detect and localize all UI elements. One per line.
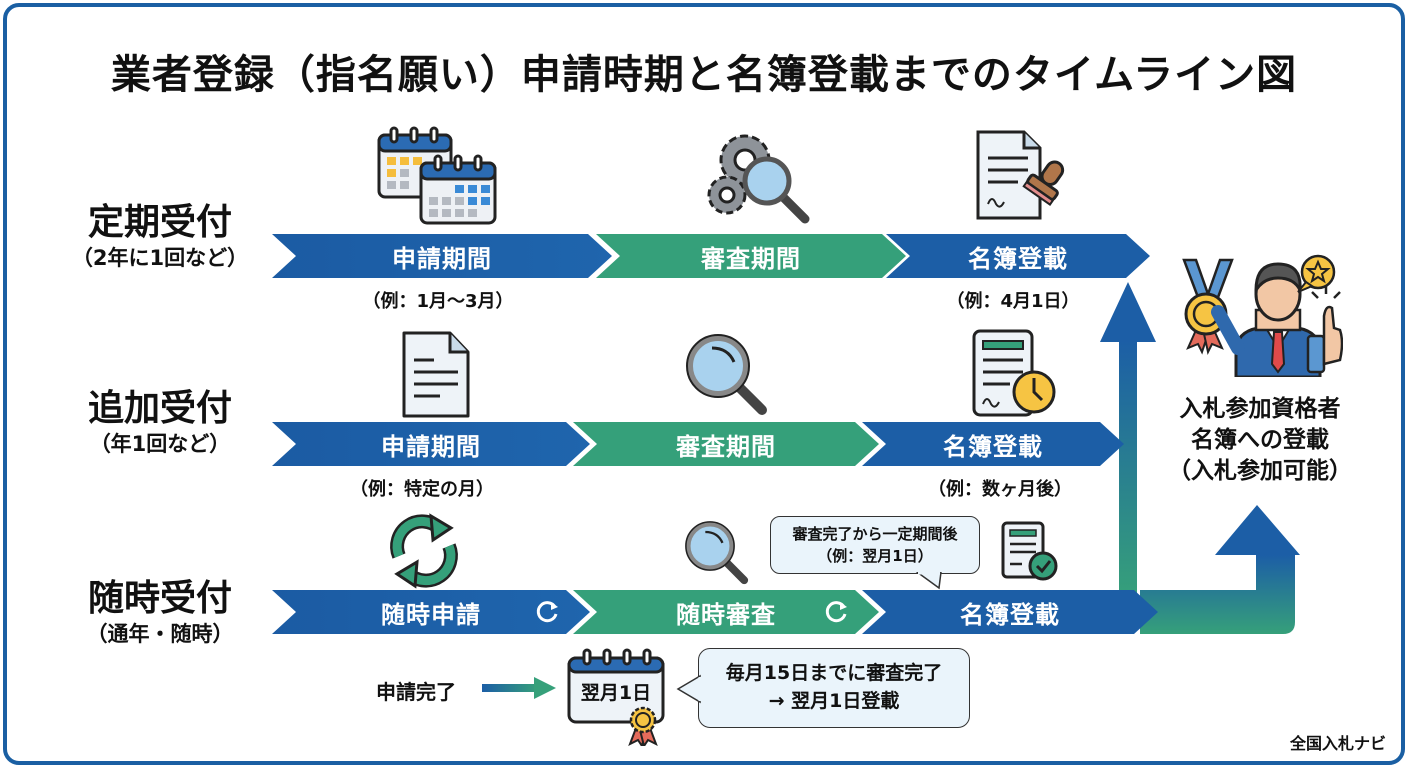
step-registry-listing: 名簿登載 — [886, 234, 1150, 278]
result-arrow — [1140, 505, 1300, 634]
step-note: （例：4月1日） — [946, 291, 1080, 312]
brand-footer: 全国入札ナビ — [1289, 734, 1386, 753]
row-label-regular: 定期受付 （2年に1回など） — [40, 202, 280, 272]
bubble-tail — [676, 674, 702, 704]
step-note: （例：数ヶ月後） — [928, 479, 1072, 500]
page-title: 業者登録（指名願い）申請時期と名簿登載までのタイムライン図 — [110, 52, 1298, 98]
arrow-right-icon — [482, 677, 556, 699]
step-label: 申請期間 — [392, 244, 492, 273]
step-label: 名簿登載 — [943, 432, 1043, 461]
gears-magnifier-icon — [707, 134, 810, 224]
step-rolling-application: 随時申請 — [272, 590, 590, 634]
double-calendar-icon — [377, 126, 497, 225]
step-application-period: 申請期間 — [272, 422, 590, 466]
step-note: （例：1月〜3月） — [362, 291, 514, 312]
row-subtitle: （2年に1回など） — [71, 246, 249, 270]
callout-line: 審査完了から一定期間後 — [792, 525, 958, 543]
magnifier-icon — [686, 334, 767, 415]
row-title: 追加受付 — [87, 388, 232, 429]
merge-up-arrow — [1100, 282, 1156, 598]
step-registry-listing: 名簿登載 — [862, 422, 1124, 466]
callout-tail — [915, 572, 942, 590]
result-line: （入札参加可能） — [1168, 458, 1352, 484]
calendar-date-label: 翌月1日 — [580, 682, 652, 704]
result-line: 名簿への登載 — [1191, 427, 1329, 453]
row-subtitle: （年1回など） — [89, 432, 231, 456]
step-rolling-review: 随時審査 — [573, 590, 879, 634]
step-label: 審査期間 — [676, 432, 776, 461]
step-review-period: 審査期間 — [596, 234, 906, 278]
magnifier-icon — [685, 521, 749, 585]
row-title: 随時受付 — [87, 578, 232, 619]
application-complete-label: 申請完了 — [376, 680, 456, 704]
step-application-period: 申請期間 — [272, 234, 612, 278]
bubble-line: 毎月15日までに審査完了 — [725, 662, 943, 684]
calendar-badge-icon — [567, 648, 665, 746]
document-stamp-icon — [976, 130, 1065, 220]
row-label-rolling: 随時受付 （通年・随時） — [40, 578, 280, 648]
result-line: 入札参加資格者 — [1179, 396, 1341, 422]
bubble-line: → 翌月1日登載 — [768, 690, 900, 712]
step-label: 審査期間 — [701, 244, 801, 273]
step-label: 申請期間 — [381, 432, 481, 461]
result-label: 入札参加資格者 名簿への登載 （入札参加可能） — [1160, 394, 1360, 487]
awarded-businessman-icon — [1182, 254, 1343, 377]
refresh-arrows-icon — [390, 513, 458, 589]
next-month-calendar: 翌月1日 — [566, 648, 666, 746]
step-note: （例：特定の月） — [350, 479, 494, 500]
step-label: 随時申請 — [381, 600, 481, 629]
step-registry-listing: 名簿登載 — [862, 590, 1158, 634]
document-icon — [402, 331, 470, 418]
callout-line: （例：翌月1日） — [817, 547, 933, 565]
row-title: 定期受付 — [87, 202, 232, 243]
monthly-deadline-bubble: 毎月15日までに審査完了 → 翌月1日登載 — [698, 648, 970, 728]
document-check-icon — [1001, 521, 1058, 581]
row-subtitle: （通年・随時） — [86, 622, 234, 646]
callout-registration-timing: 審査完了から一定期間後 （例：翌月1日） — [770, 516, 980, 574]
step-review-period: 審査期間 — [573, 422, 879, 466]
step-label: 随時審査 — [676, 600, 776, 629]
step-label: 名簿登載 — [968, 244, 1068, 273]
document-clock-icon — [972, 329, 1056, 417]
refresh-icon — [534, 599, 560, 625]
step-label: 名簿登載 — [960, 600, 1060, 629]
row-label-additional: 追加受付 （年1回など） — [40, 388, 280, 458]
refresh-icon — [823, 599, 849, 625]
